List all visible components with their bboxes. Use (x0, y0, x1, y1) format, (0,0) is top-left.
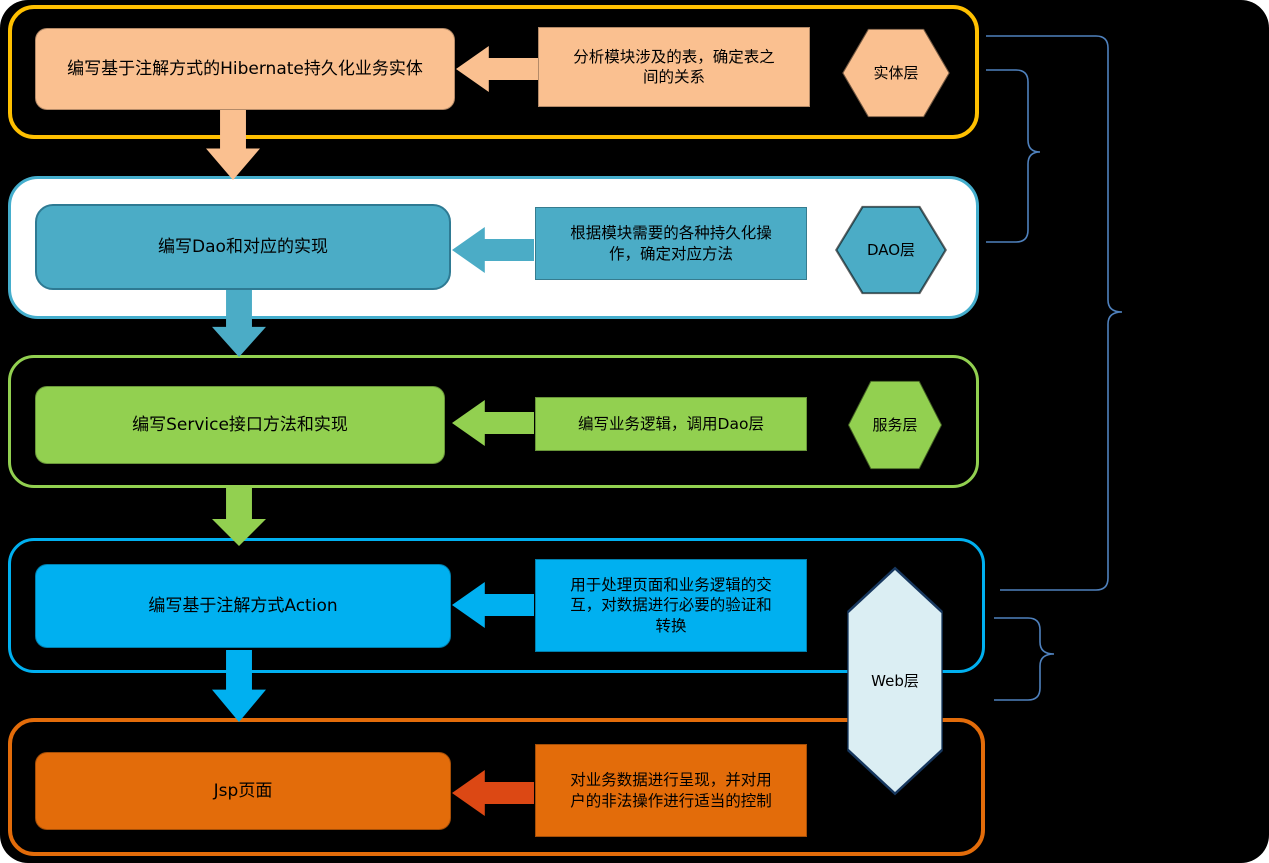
action-task-box: 编写基于注解方式Action (35, 564, 451, 648)
service-task-label: 编写Service接口方法和实现 (132, 414, 348, 435)
hexagon-shape (835, 205, 947, 295)
action-description-box: 用于处理页面和业务逻辑的交互，对数据进行必要的验证和转换 (535, 559, 807, 652)
entity-task-label: 编写基于注解方式的Hibernate持久化业务实体 (67, 58, 423, 79)
web-layer-hexagon: Web层 (846, 566, 944, 796)
jsp-task-box: Jsp页面 (35, 752, 451, 830)
dao-description-box: 根据模块需要的各种持久化操作，确定对应方法 (535, 207, 807, 280)
service-description-label: 编写业务逻辑，调用Dao层 (578, 414, 764, 433)
hexagon-shape (846, 379, 944, 471)
dao-hex-label: DAO层 (866, 240, 916, 259)
dao-task-box: 编写Dao和对应的实现 (35, 204, 451, 290)
bracket-entity-dao (986, 69, 1041, 243)
dao-description-label: 根据模块需要的各种持久化操作，确定对应方法 (570, 224, 772, 263)
hexagon-shape (847, 566, 943, 796)
bracket-web (994, 617, 1055, 701)
service-layer-hexagon: 服务层 (846, 379, 944, 471)
down-arrow-service-to-action (212, 486, 266, 546)
entity-hex-label: 实体层 (873, 63, 919, 82)
jsp-description-box: 对业务数据进行呈现，并对用户的非法操作进行适当的控制 (535, 744, 807, 837)
action-task-label: 编写基于注解方式Action (148, 595, 338, 616)
jsp-task-label: Jsp页面 (213, 780, 273, 801)
bracket-main (986, 35, 1123, 591)
entity-task-box: 编写基于注解方式的Hibernate持久化业务实体 (35, 28, 455, 110)
entity-description-box: 分析模块涉及的表，确定表之间的关系 (538, 27, 810, 107)
service-task-box: 编写Service接口方法和实现 (35, 386, 445, 464)
entity-description-label: 分析模块涉及的表，确定表之间的关系 (573, 47, 775, 86)
dao-task-label: 编写Dao和对应的实现 (158, 236, 328, 257)
dao-layer-hexagon: DAO层 (834, 205, 948, 295)
service-description-box: 编写业务逻辑，调用Dao层 (535, 397, 807, 451)
entity-layer-hexagon: 实体层 (840, 27, 952, 119)
service-hex-label: 服务层 (872, 415, 918, 434)
web-hex-label: Web层 (871, 671, 919, 690)
hexagon-shape (840, 27, 952, 119)
action-description-label: 用于处理页面和业务逻辑的交互，对数据进行必要的验证和转换 (570, 576, 772, 635)
jsp-description-label: 对业务数据进行呈现，并对用户的非法操作进行适当的控制 (570, 771, 772, 810)
